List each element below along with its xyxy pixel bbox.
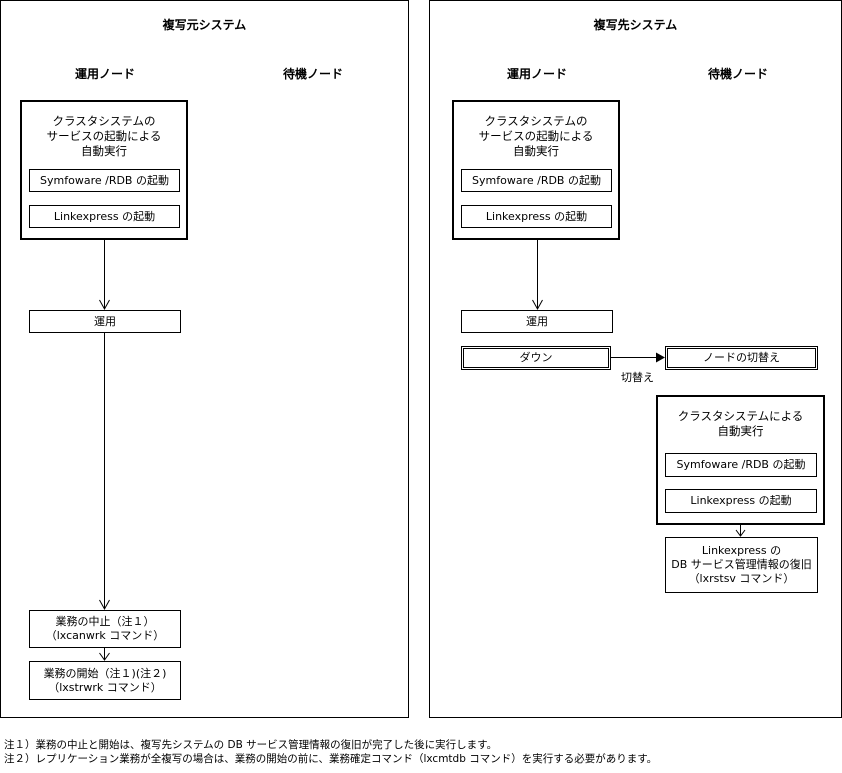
box-label: Symfoware /RDB の起動 bbox=[472, 173, 601, 187]
target-system-title: 複写先システム bbox=[593, 18, 678, 32]
box-line: （lxstrwrk コマンド） bbox=[48, 680, 162, 694]
target-active-node-label: 運用ノード bbox=[506, 67, 567, 81]
box-line: （lxcanwrk コマンド） bbox=[45, 629, 165, 642]
switch-edge-label: 切替え bbox=[621, 371, 654, 384]
box-label: Linkexpress の起動 bbox=[485, 209, 588, 223]
node-switch-box: ノードの切替え bbox=[665, 346, 818, 370]
group-title-line: サービスの起動による bbox=[46, 129, 162, 143]
source-job-start-box: 業務の開始（注１)(注２) （lxstrwrk コマンド） bbox=[29, 661, 181, 700]
standby-symfoware-start-box: Symfoware /RDB の起動 bbox=[665, 453, 817, 477]
source-active-node-label: 運用ノード bbox=[74, 67, 135, 81]
target-standby-node-label: 待機ノード bbox=[707, 67, 768, 81]
box-label: Symfoware /RDB の起動 bbox=[40, 173, 169, 187]
standby-linkexpress-start-box: Linkexpress の起動 bbox=[665, 489, 817, 513]
footnote-2: 注２）レプリケーション業務が全複写の場合は、業務の開始の前に、業務確定コマンド（… bbox=[4, 753, 658, 765]
target-down-box: ダウン bbox=[461, 346, 611, 370]
group-title-line: クラスタシステムによる bbox=[677, 409, 804, 423]
box-label: 運用 bbox=[526, 314, 548, 328]
target-linkexpress-start-box: Linkexpress の起動 bbox=[461, 205, 612, 228]
group-title-line: 自動実行 bbox=[81, 144, 127, 158]
source-linkexpress-start-box: Linkexpress の起動 bbox=[29, 205, 180, 228]
source-symfoware-start-box: Symfoware /RDB の起動 bbox=[29, 169, 180, 192]
box-label: Linkexpress の起動 bbox=[690, 494, 792, 507]
group-title-line: クラスタシステムの bbox=[484, 114, 588, 128]
source-system-title: 複写元システム bbox=[162, 18, 247, 32]
source-standby-node-label: 待機ノード bbox=[282, 67, 343, 81]
box-label: Linkexpress の起動 bbox=[53, 209, 156, 223]
box-line: 業務の開始（注１)(注２) bbox=[43, 666, 167, 680]
source-operation-box: 運用 bbox=[29, 310, 181, 333]
group-title-line: 自動実行 bbox=[717, 424, 764, 438]
box-line: DB サービス管理情報の復旧 bbox=[671, 558, 812, 571]
box-line: Linkexpress の bbox=[701, 544, 782, 557]
group-title-line: サービスの起動による bbox=[478, 129, 594, 143]
footnote-1: 注１）業務の中止と開始は、複写先システムの DB サービス管理情報の復旧が完了し… bbox=[4, 739, 498, 751]
target-operation-box: 運用 bbox=[461, 310, 613, 333]
group-title-line: 自動実行 bbox=[513, 144, 559, 158]
target-symfoware-start-box: Symfoware /RDB の起動 bbox=[461, 169, 612, 192]
box-label: 運用 bbox=[94, 314, 116, 328]
box-label: Symfoware /RDB の起動 bbox=[676, 458, 806, 471]
source-job-stop-box: 業務の中止（注１） （lxcanwrk コマンド） bbox=[29, 610, 181, 648]
box-label: ノードの切替え bbox=[703, 351, 780, 364]
db-service-restore-box: Linkexpress の DB サービス管理情報の復旧 （lxrstsv コマ… bbox=[665, 537, 818, 593]
box-label: ダウン bbox=[519, 351, 553, 364]
group-title-line: クラスタシステムの bbox=[52, 114, 156, 128]
box-line: （lxrstsv コマンド） bbox=[688, 572, 795, 585]
box-line: 業務の中止（注１） bbox=[55, 615, 155, 628]
